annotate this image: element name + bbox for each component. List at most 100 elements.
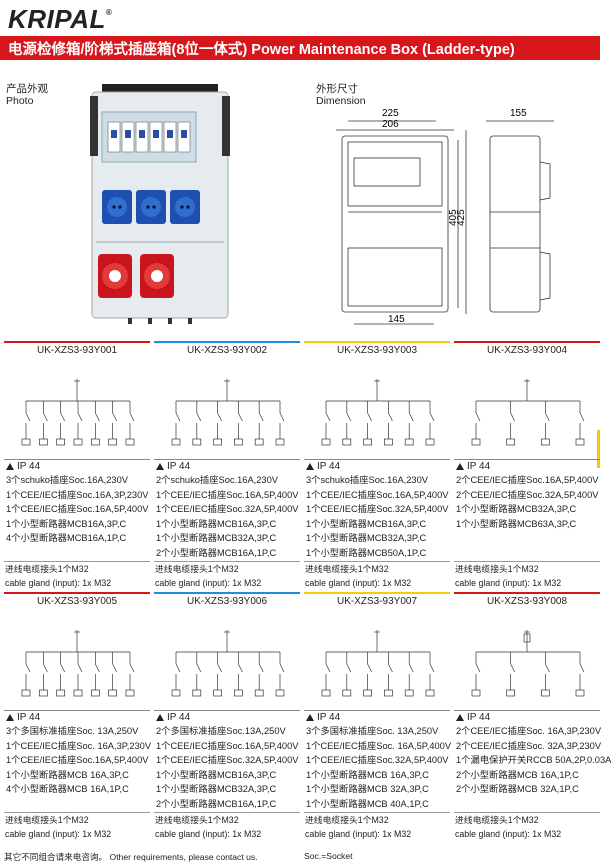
spec-line: 1个小型断路器MCB16A,3P,C [306,518,427,529]
spec-line: 3个schuko插座Soc.16A,230V [306,475,428,485]
cable-gland-cn: 进线电缆接头1个M32 [455,815,539,825]
divider [4,561,150,562]
cable-gland-cn: 进线电缆接头1个M32 [5,815,89,825]
photo-label: 产品外观 Photo [6,83,48,107]
warning-icon [6,463,14,470]
cable-gland-cn: 进线电缆接头1个M32 [155,564,239,574]
spec-line: 2个小型断路器MCB16A,1P,C [156,547,277,558]
ip-rating-text: IP 44 [167,461,191,472]
wiring-schematic [304,357,450,460]
ip-rating: IP 44 [304,711,450,724]
wiring-schematic [154,357,300,460]
spec-line: 2个CEE/IEC插座Soc.32A,5P,400V [456,489,599,500]
dim-425: 425 [456,209,467,226]
cable-gland-cn: 进线电缆接头1个M32 [155,815,239,825]
cable-gland-en: cable gland (input): 1x M32 [305,829,412,839]
dimension-label-en: Dimension [316,95,366,107]
spec-line: 2个CEE/IEC插座Soc. 16A,3P,230V [456,726,602,736]
wiring-schematic [454,357,600,460]
spec-line: 2个小型断路器MCB16A,1P,C [156,798,277,809]
ip-rating: IP 44 [4,460,150,473]
spec-line: 1个小型断路器MCB63A,3P,C [456,518,577,529]
cable-gland-cn: 进线电缆接头1个M32 [455,564,539,574]
divider [454,561,600,562]
ip-rating-text: IP 44 [17,712,41,723]
spec-line: 1个小型断路器MCB32A,3P,C [156,533,277,544]
ip-rating-text: IP 44 [167,712,191,723]
spec-line: 1个CEE/IEC插座Soc.32A,5P,400V [306,755,449,766]
wiring-schematic [4,608,150,711]
spec-line: 1个小型断路器MCB50A,1P,C [306,547,427,558]
schematic-lines [471,379,585,446]
spec-line: 3个schuko插座Soc.16A,230V [6,475,128,485]
spec-line: 2个多国标准插座Soc.13A,250V [156,726,286,736]
schematic-lines [21,379,135,446]
accent-marker [597,430,600,468]
spec-line: 1个小型断路器MCB16A,3P,C [6,518,127,529]
spec-line: 1个小型断路器MCB 16A,3P,C [6,769,129,780]
spec-list: 3个多国标准插座Soc. 13A,250V 1个CEE/IEC插座Soc. 16A… [4,724,152,797]
dimension-label-cn: 外形尺寸 [316,83,358,95]
spec-line: 2个CEE/IEC插座Soc. 32A,3P,230V [456,740,602,751]
spec-line: 4个小型断路器MCB16A,1P,C [6,533,127,544]
dimension-label: 外形尺寸 Dimension [316,83,366,107]
model-name: UK-XZS3-93Y007 [304,592,450,608]
divider [304,561,450,562]
spec-line: 1个CEE/IEC插座Soc.16A,5P,400V [306,489,449,500]
model-card: UK-XZS3-93Y002 IP 44 2个schuko插座Soc.16A,230… [154,341,300,561]
spec-line: 1个小型断路器MCB32A,3P,C [456,504,577,515]
schematic-lines [321,630,435,697]
divider [454,812,600,813]
warning-icon [456,463,464,470]
warning-icon [6,714,14,721]
divider [304,812,450,813]
wiring-schematic [304,608,450,711]
spec-line: 1个CEE/IEC插座Soc. 16A,5P,400V [306,740,452,751]
wiring-schematic [4,357,150,460]
spec-line: 2个schuko插座Soc.16A,230V [156,475,278,485]
warning-icon [306,714,314,721]
divider [4,812,150,813]
spec-line: 1个小型断路器MCB 16A,3P,C [306,769,429,780]
dim-155: 155 [510,108,527,119]
model-name: UK-XZS3-93Y004 [454,341,600,357]
ip-rating-text: IP 44 [467,712,491,723]
schematic-lines [171,630,285,697]
spec-list: 3个多国标准插座Soc. 13A,250V 1个CEE/IEC插座Soc. 16A… [304,724,452,812]
spec-line: 1个小型断路器MCB16A,3P,C [156,769,277,780]
cable-gland-en: cable gland (input): 1x M32 [455,578,562,588]
ip-rating-text: IP 44 [467,461,491,472]
spec-line: 2个小型断路器MCB 32A,1P,C [456,784,579,795]
cable-gland-en: cable gland (input): 1x M32 [5,578,112,588]
brand-logo: KRIPAL® [8,4,112,35]
spec-line: 3个多国标准插座Soc. 13A,250V [6,726,139,736]
ip-rating: IP 44 [154,711,300,724]
dim-225: 225 [382,108,399,119]
spec-line: 1个CEE/IEC插座Soc. 16A,3P,230V [6,740,152,751]
model-name: UK-XZS3-93Y003 [304,341,450,357]
spec-line: 1个CEE/IEC插座Soc.16A,3P,230V [6,489,149,500]
model-name: UK-XZS3-93Y008 [454,592,600,608]
wiring-schematic [154,608,300,711]
spec-line: 1个小型断路器MCB 40A,1P,C [306,798,429,809]
spec-list: 2个CEE/IEC插座Soc. 16A,3P,230V 2个CEE/IEC插座So… [454,724,611,797]
cable-gland-cn: 进线电缆接头1个M32 [305,815,389,825]
spec-line: 1个CEE/IEC插座Soc.16A,5P,400V [6,755,149,766]
spec-line: 3个多国标准插座Soc. 13A,250V [306,726,439,736]
ip-rating: IP 44 [4,711,150,724]
spec-line: 1个CEE/IEC插座Soc.16A,5P,400V [6,504,149,515]
warning-icon [456,714,464,721]
cable-gland-en: cable gland (input): 1x M32 [5,829,112,839]
spec-line: 4个小型断路器MCB 16A,1P,C [6,784,129,795]
warning-icon [156,714,164,721]
socket-legend: Soc.=Socket [304,851,353,861]
spec-line: 1个CEE/IEC插座Soc.32A,5P,400V [156,504,299,515]
model-name: UK-XZS3-93Y002 [154,341,300,357]
cable-gland-en: cable gland (input): 1x M32 [305,578,412,588]
